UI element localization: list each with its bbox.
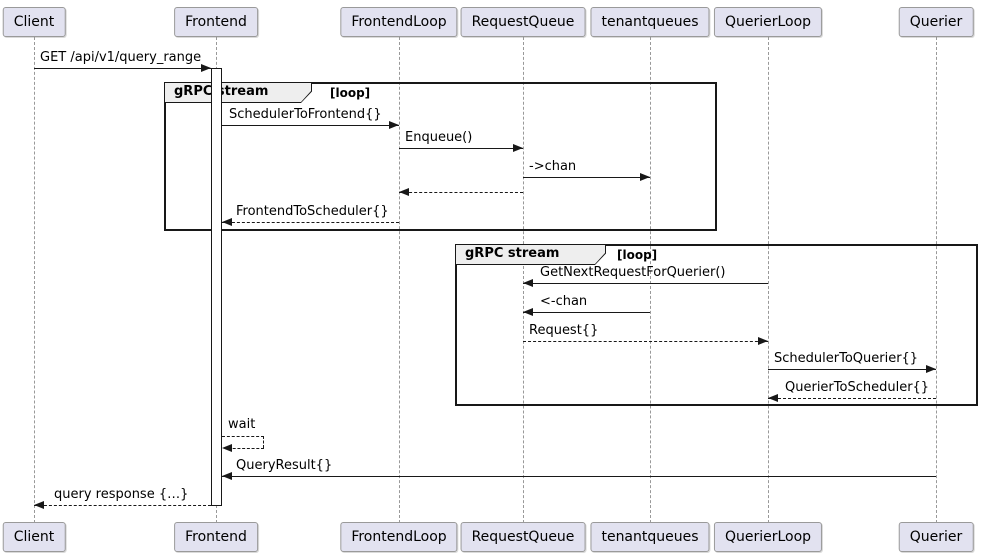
message-label: QuerierToScheduler{} bbox=[785, 380, 930, 395]
message-label: Request{} bbox=[529, 323, 599, 338]
message-line bbox=[768, 398, 936, 399]
message-line bbox=[222, 125, 399, 126]
frame-condition: [loop] bbox=[617, 248, 658, 262]
message-line bbox=[523, 283, 768, 284]
message-label: QueryResult{} bbox=[236, 458, 333, 473]
arrowhead bbox=[389, 121, 399, 129]
arrowhead bbox=[758, 337, 768, 345]
lifeline-querier bbox=[936, 37, 937, 523]
frame-title-tab: gRPC stream bbox=[455, 244, 606, 265]
message-label: GetNextRequestForQuerier() bbox=[540, 265, 726, 280]
arrowhead bbox=[523, 279, 533, 287]
participant-top-frontendloop: FrontendLoop bbox=[340, 7, 458, 37]
self-message-top-line bbox=[222, 436, 264, 437]
message-label: SchedulerToQuerier{} bbox=[774, 351, 919, 366]
message-line bbox=[768, 369, 936, 370]
arrowhead bbox=[523, 308, 533, 316]
message-line bbox=[222, 222, 399, 223]
message-line bbox=[523, 341, 768, 342]
message-line bbox=[34, 505, 211, 506]
arrowhead bbox=[201, 64, 211, 72]
message-label: query response {…} bbox=[54, 487, 189, 502]
message-line bbox=[523, 312, 650, 313]
message-label: GET /api/v1/query_range bbox=[40, 50, 202, 65]
message-line bbox=[399, 148, 523, 149]
lifeline-querierloop bbox=[768, 37, 769, 523]
message-line bbox=[34, 68, 211, 69]
participant-bottom-frontendloop: FrontendLoop bbox=[340, 522, 458, 552]
arrowhead bbox=[768, 394, 778, 402]
arrowhead bbox=[926, 365, 936, 373]
self-message-right-line bbox=[263, 436, 264, 448]
arrowhead bbox=[34, 501, 44, 509]
participant-bottom-frontend: Frontend bbox=[174, 522, 258, 552]
frame-grpc-stream-frontend: gRPC stream [loop] bbox=[164, 82, 717, 231]
lifeline-frontendloop bbox=[399, 37, 400, 523]
arrowhead bbox=[222, 444, 232, 452]
message-label: wait bbox=[228, 417, 256, 432]
participant-top-frontend: Frontend bbox=[174, 7, 258, 37]
arrowhead bbox=[399, 188, 409, 196]
frame-title: gRPC stream bbox=[165, 83, 311, 102]
participant-top-requestqueue: RequestQueue bbox=[460, 7, 586, 37]
participant-bottom-tenantqueues: tenantqueues bbox=[590, 522, 710, 552]
message-line bbox=[399, 192, 523, 193]
arrowhead bbox=[513, 144, 523, 152]
participant-bottom-querier: Querier bbox=[898, 522, 974, 552]
arrowhead bbox=[222, 218, 232, 226]
self-message-bottom-line bbox=[228, 448, 264, 449]
participant-bottom-querierloop: QuerierLoop bbox=[713, 522, 823, 552]
lifeline-tenantqueues bbox=[650, 37, 651, 523]
message-label: SchedulerToFrontend{} bbox=[229, 107, 382, 122]
message-label: FrontendToScheduler{} bbox=[236, 204, 389, 219]
participant-bottom-requestqueue: RequestQueue bbox=[460, 522, 586, 552]
message-label: Enqueue() bbox=[405, 130, 473, 145]
lifeline-client bbox=[34, 37, 35, 523]
message-line bbox=[523, 177, 650, 178]
message-line bbox=[222, 476, 936, 477]
participant-top-client: Client bbox=[2, 7, 66, 37]
frame-grpc-stream-querier: gRPC stream [loop] bbox=[455, 244, 978, 406]
message-label: ->chan bbox=[529, 159, 577, 174]
message-label: <-chan bbox=[540, 294, 588, 309]
participant-top-querier: Querier bbox=[898, 7, 974, 37]
frame-condition: [loop] bbox=[330, 86, 371, 100]
frame-title: gRPC stream bbox=[456, 245, 605, 264]
frame-title-tab: gRPC stream bbox=[164, 82, 312, 103]
participant-top-tenantqueues: tenantqueues bbox=[590, 7, 710, 37]
arrowhead bbox=[640, 173, 650, 181]
participant-bottom-client: Client bbox=[2, 522, 66, 552]
participant-top-querierloop: QuerierLoop bbox=[713, 7, 823, 37]
arrowhead bbox=[222, 472, 232, 480]
activation-bar-frontend bbox=[211, 68, 222, 506]
